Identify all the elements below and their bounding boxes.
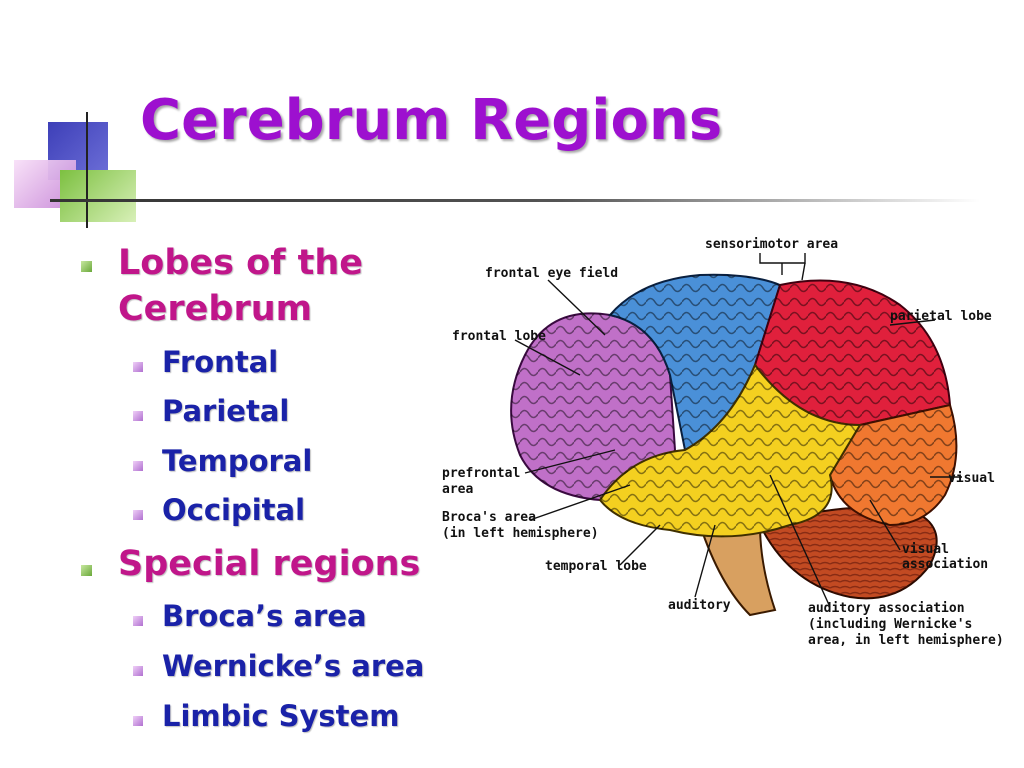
subbullet-marker	[133, 461, 143, 471]
label-visual-assoc-1: visual	[902, 542, 949, 557]
subbullet-marker	[133, 411, 143, 421]
subitem-limbic: Limbic System	[162, 699, 400, 733]
leader-lines	[514, 253, 962, 608]
bullet-lobes-line1: Lobes of the	[118, 243, 363, 283]
temporal-lobe-region	[598, 363, 862, 538]
bullet-marker	[81, 565, 92, 576]
bullet-marker	[81, 261, 92, 272]
label-prefrontal-2: area	[442, 482, 473, 497]
label-aud-assoc-3: area, in left hemisphere)	[808, 633, 1004, 648]
subitem-broca: Broca’s area	[162, 599, 367, 633]
decor-square-green	[60, 170, 136, 222]
occipital-lobe-region	[828, 403, 958, 527]
subitem-parietal: Parietal	[162, 394, 290, 428]
label-aud-assoc-2: (including Wernicke's	[808, 617, 972, 632]
subbullet-marker	[133, 666, 143, 676]
label-frontal-eye: frontal eye field	[485, 266, 618, 281]
label-broca-1: Broca's area	[442, 510, 536, 525]
label-visual: visual	[948, 471, 995, 486]
label-frontal: frontal lobe	[452, 329, 546, 344]
subitem-temporal: Temporal	[162, 444, 313, 478]
bullet-special-regions: Special regions	[118, 544, 421, 584]
subbullet-marker	[133, 716, 143, 726]
label-sensorimotor: sensorimotor area	[705, 237, 838, 252]
label-prefrontal-1: prefrontal	[442, 466, 520, 481]
slide-title: Cerebrum Regions	[140, 88, 723, 153]
parietal-lobe-region	[753, 279, 952, 427]
brain-diagram: sensorimotor area frontal eye field pari…	[442, 237, 1004, 648]
label-visual-assoc-2: association	[902, 557, 988, 572]
bullet-lobes-line2: Cerebrum	[118, 289, 313, 329]
subbullet-marker	[133, 616, 143, 626]
subitem-frontal: Frontal	[162, 345, 279, 379]
label-temporal: temporal lobe	[545, 559, 647, 574]
subitem-occipital: Occipital	[162, 493, 306, 527]
cerebellum	[758, 506, 938, 600]
subbullet-marker	[133, 362, 143, 372]
label-parietal: parietal lobe	[890, 309, 992, 324]
title-divider	[50, 199, 980, 202]
label-aud-assoc-1: auditory association	[808, 601, 965, 616]
subbullet-marker	[133, 510, 143, 520]
label-broca-2: (in left hemisphere)	[442, 526, 599, 541]
decor-vertical-line	[86, 112, 88, 228]
subitem-wernicke: Wernicke’s area	[162, 649, 425, 683]
label-auditory: auditory	[668, 598, 731, 613]
brainstem	[698, 524, 777, 617]
